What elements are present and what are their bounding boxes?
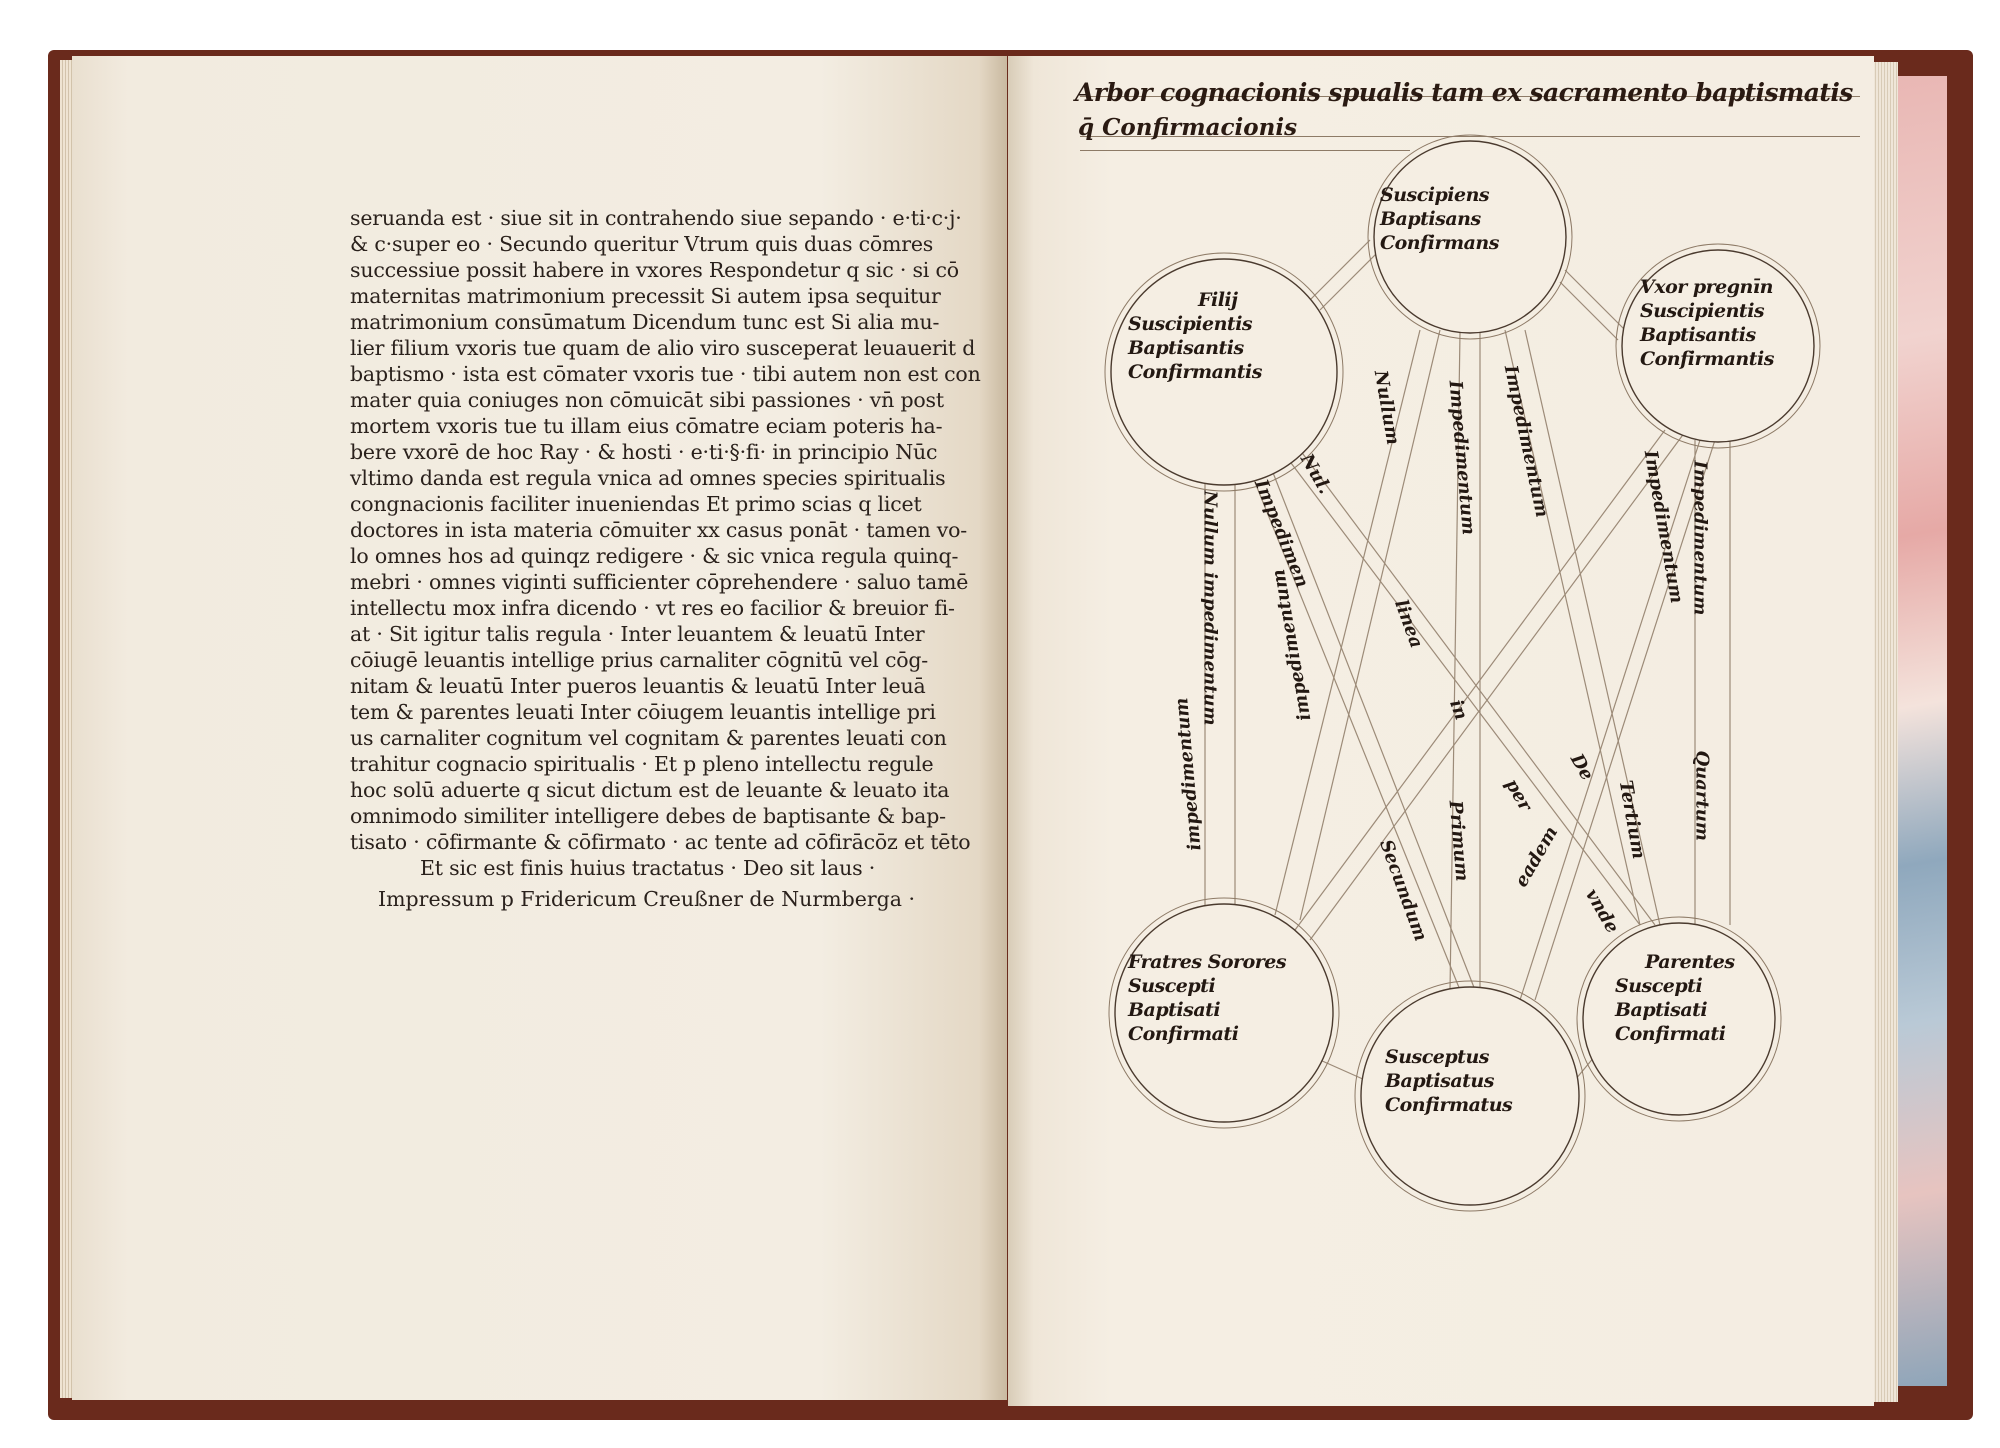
text-line: doctores in ista materia cōmuiter xx cas… bbox=[350, 518, 968, 542]
node-upper-right-text: Vxor pregnīn Suscipientis Baptisantis Co… bbox=[1640, 275, 1774, 371]
node-circle-bottom bbox=[1360, 986, 1580, 1206]
text-line: trahitur cognacio spiritualis · Et p ple… bbox=[350, 752, 934, 776]
text-line: lo omnes hos ad quinqz redigere · & sic … bbox=[350, 544, 959, 568]
text-line: baptismo · ista est cōmater vxoris tue ·… bbox=[350, 362, 981, 386]
ruling-line bbox=[1080, 150, 1410, 151]
diagram-title-line2: q̄ Confirmacionis bbox=[1078, 114, 1298, 141]
node-circle-lower-left bbox=[1114, 903, 1334, 1123]
line-label: Quartum bbox=[1691, 750, 1713, 841]
line-label: Nullum impedimentum bbox=[1199, 490, 1221, 726]
node-line: Baptisati bbox=[1128, 999, 1221, 1021]
node-line: Suscipientis bbox=[1640, 300, 1765, 322]
ruling-line bbox=[1080, 136, 1860, 137]
node-line: Baptisati bbox=[1615, 999, 1708, 1021]
text-line: lier filium vxoris tue quam de alio viro… bbox=[350, 336, 976, 360]
text-line: tem & parentes leuati Inter cōiugem leua… bbox=[350, 700, 936, 724]
node-line: Baptisatus bbox=[1385, 1070, 1494, 1092]
page-edges-right bbox=[1870, 62, 1898, 1402]
node-line: Suscepti bbox=[1128, 975, 1216, 997]
node-line: Baptisans bbox=[1380, 208, 1481, 230]
node-bottom-text: Susceptus Baptisatus Confirmatus bbox=[1385, 1045, 1513, 1117]
node-upper-left-text: Filij Suscipientis Baptisantis Confirman… bbox=[1128, 288, 1262, 384]
line-label: Impedimentum bbox=[1689, 460, 1711, 616]
node-line: Confirmantis bbox=[1128, 361, 1262, 383]
text-line: us carnaliter cognitum vel cognitam & pa… bbox=[350, 726, 947, 750]
text-line: intellectu mox infra dicendo · vt res eo… bbox=[350, 596, 955, 620]
node-line: Filij bbox=[1198, 289, 1238, 311]
ruling-line bbox=[1080, 96, 1860, 97]
node-line: Confirmatus bbox=[1385, 1094, 1513, 1116]
node-line: Vxor pregnīn bbox=[1640, 276, 1773, 298]
text-line: matrimonium consūmatum Dicendum tunc est… bbox=[350, 310, 940, 334]
text-line: maternitas matrimonium precessit Si aute… bbox=[350, 284, 941, 308]
text-line: & c·super eo · Secundo queritur Vtrum qu… bbox=[350, 232, 934, 256]
text-line: successiue possit habere in vxores Respo… bbox=[350, 258, 959, 282]
text-line: tisato · cōfirmante & cōfirmato · ac ten… bbox=[350, 830, 971, 854]
node-circle-upper-left bbox=[1110, 258, 1338, 486]
text-line: Et sic est finis huius tractatus · Deo s… bbox=[420, 856, 876, 880]
colophon-imprint: Impressum p Fridericum Creußner de Nurmb… bbox=[378, 887, 916, 911]
node-line: Confirmati bbox=[1615, 1023, 1726, 1045]
text-line: mater quia coniuges non cōmuicāt sibi pa… bbox=[350, 388, 944, 412]
node-circle-top bbox=[1373, 140, 1567, 334]
marbled-endpaper bbox=[1897, 76, 1947, 1386]
node-line: Parentes bbox=[1645, 951, 1735, 973]
node-line: Baptisantis bbox=[1640, 324, 1756, 346]
node-line: Suscepti bbox=[1615, 975, 1703, 997]
text-line: at · Sit igitur talis regula · Inter leu… bbox=[350, 622, 925, 646]
node-line: Confirmati bbox=[1128, 1023, 1239, 1045]
text-line: mortem vxoris tue tu illam eius cōmatre … bbox=[350, 414, 943, 438]
text-line: omnimodo similiter intelligere debes de … bbox=[350, 804, 946, 828]
text-line: mebri · omnes viginti sufficienter cōpre… bbox=[350, 570, 969, 594]
node-line: Baptisantis bbox=[1128, 337, 1244, 359]
left-page bbox=[72, 56, 1007, 1400]
text-line: seruanda est · siue sit in contrahendo s… bbox=[350, 206, 962, 230]
text-line: vltimo danda est regula vnica ad omnes s… bbox=[350, 466, 946, 490]
connector-line bbox=[1309, 239, 1371, 301]
text-line: congnacionis faciliter inueniendas Et pr… bbox=[350, 492, 922, 516]
node-circle-upper-right bbox=[1621, 249, 1815, 443]
text-line: cōiugē leuantis intellige prius carnalit… bbox=[350, 648, 929, 672]
node-circle-lower-right bbox=[1582, 922, 1776, 1116]
text-line: bere vxorē de hoc Ray · & hosti · e·ti·§… bbox=[350, 440, 938, 464]
node-top-text: Suscipiens Baptisans Confirmans bbox=[1380, 183, 1499, 255]
node-lower-left-text: Fratres Sorores Suscepti Baptisati Confi… bbox=[1128, 950, 1287, 1046]
node-line: Confirmantis bbox=[1640, 348, 1774, 370]
node-lower-right-text: Parentes Suscepti Baptisati Confirmati bbox=[1615, 950, 1735, 1046]
node-line: Fratres Sorores bbox=[1128, 951, 1287, 973]
node-line: Susceptus bbox=[1385, 1046, 1489, 1068]
printed-text-block: seruanda est · siue sit in contrahendo s… bbox=[350, 205, 981, 881]
diagram-title: Arbor cognacionis spualis tam ex sacrame… bbox=[1075, 78, 1853, 107]
text-line: hoc solū aduerte q sicut dictum est de l… bbox=[350, 778, 950, 802]
node-line: Suscipiens bbox=[1380, 184, 1490, 206]
text-line: nitam & leuatū Inter pueros leuantis & l… bbox=[350, 674, 926, 698]
node-line: Suscipientis bbox=[1128, 313, 1253, 335]
node-line: Confirmans bbox=[1380, 232, 1499, 254]
